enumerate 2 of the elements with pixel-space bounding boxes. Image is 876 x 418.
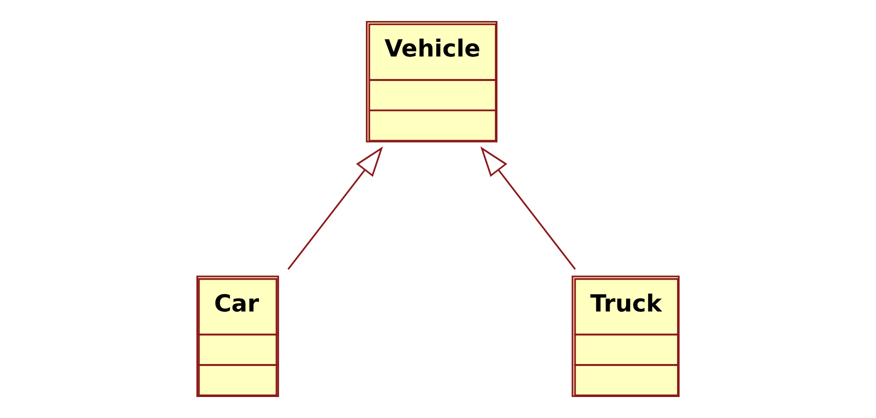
arrow	[480, 146, 576, 270]
arrow	[288, 146, 384, 270]
